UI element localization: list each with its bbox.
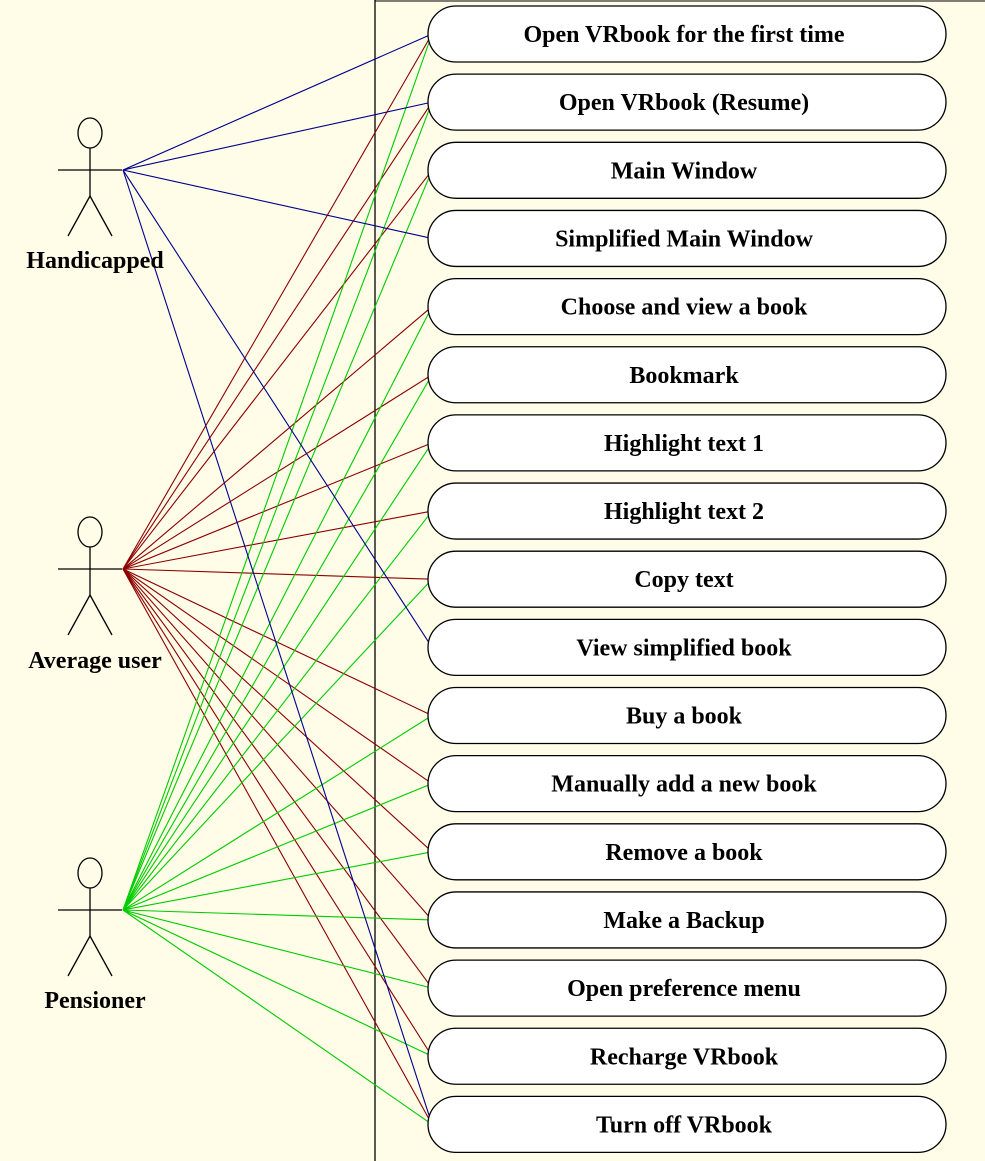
association-handicapped-1	[122, 101, 433, 171]
use-case[interactable]: Choose and view a book	[427, 277, 947, 336]
association-pensioner-8	[122, 578, 433, 911]
use-case[interactable]: Turn off VRbook	[427, 1095, 947, 1154]
use-case-oval	[427, 959, 947, 1017]
use-case-oval	[427, 209, 947, 268]
association-pensioner-12	[122, 851, 433, 911]
use-case-label: Choose and view a book	[561, 295, 808, 321]
association-lines	[122, 33, 433, 1125]
association-pensioner-4	[122, 306, 433, 911]
use-case[interactable]: Buy a book	[427, 686, 947, 745]
use-case[interactable]: Open VRbook (Resume)	[427, 73, 947, 131]
association-handicapped-3	[122, 169, 433, 239]
association-average-user-4	[122, 306, 433, 570]
use-case-oval	[427, 823, 947, 881]
association-pensioner-10	[122, 715, 433, 911]
use-case-label: Bookmark	[629, 363, 739, 389]
use-case-oval	[427, 1095, 947, 1154]
use-case-label: Main Window	[611, 158, 758, 184]
actor-label: Average user	[28, 648, 162, 674]
use-case-label: Copy text	[634, 567, 733, 593]
association-pensioner-15	[122, 909, 433, 1057]
use-case[interactable]: Open VRbook for the first time	[427, 5, 947, 63]
use-case-oval	[427, 686, 947, 745]
actor-pensioner: Pensioner	[44, 857, 146, 1014]
use-case-label: Make a Backup	[603, 908, 764, 934]
use-case[interactable]: Recharge VRbook	[427, 1027, 947, 1085]
stick-figure-icon	[58, 857, 122, 977]
association-pensioner-11	[122, 783, 433, 911]
use-case-label: Buy a book	[626, 704, 743, 730]
use-case-label: Open VRbook for the first time	[523, 22, 844, 48]
use-case-label: Recharge VRbook	[590, 1044, 779, 1070]
use-case[interactable]: View simplified book	[427, 618, 947, 676]
association-handicapped-16	[122, 169, 433, 1125]
actor-label: Handicapped	[26, 248, 164, 274]
use-case-label: Highlight text 2	[604, 499, 764, 525]
use-case-oval	[427, 346, 947, 404]
use-case-oval	[427, 482, 947, 540]
use-case-label: Remove a book	[605, 840, 763, 866]
use-case-oval	[427, 277, 947, 336]
use-case[interactable]: Make a Backup	[427, 891, 947, 949]
association-pensioner-14	[122, 909, 433, 989]
association-pensioner-5	[122, 374, 433, 911]
actor-label: Pensioner	[44, 988, 146, 1014]
use-case-label: Turn off VRbook	[596, 1112, 773, 1138]
use-case-label: View simplified book	[576, 635, 792, 661]
use-case-oval	[427, 73, 947, 131]
use-case-oval	[427, 414, 947, 472]
use-case-label: Highlight text 1	[604, 431, 764, 457]
use-case[interactable]: Remove a book	[427, 823, 947, 881]
use-case[interactable]: Bookmark	[427, 346, 947, 404]
association-pensioner-0	[122, 33, 433, 911]
use-case-label: Open preference menu	[567, 976, 801, 1002]
actor-handicapped: Handicapped	[26, 117, 164, 274]
use-case[interactable]: Simplified Main Window	[427, 209, 947, 268]
stick-figure-icon	[58, 516, 122, 636]
use-case-label: Open VRbook (Resume)	[559, 90, 809, 116]
use-case[interactable]: Highlight text 2	[427, 482, 947, 540]
use-case-oval	[427, 141, 947, 199]
use-case-label: Manually add a new book	[551, 772, 817, 798]
association-pensioner-1	[122, 101, 433, 911]
use-case-oval	[427, 550, 947, 608]
use-case-label: Simplified Main Window	[555, 226, 814, 252]
stick-figure-icon	[58, 117, 122, 237]
use-case[interactable]: Copy text	[427, 550, 947, 608]
use-case[interactable]: Manually add a new book	[427, 755, 947, 813]
use-case-oval	[427, 755, 947, 813]
association-average-user-0	[122, 33, 433, 570]
use-case-oval	[427, 5, 947, 63]
association-pensioner-6	[122, 442, 433, 911]
association-pensioner-7	[122, 510, 433, 911]
use-case-oval	[427, 618, 947, 676]
use-case[interactable]: Open preference menu	[427, 959, 947, 1017]
association-handicapped-0	[122, 33, 433, 171]
association-pensioner-2	[122, 170, 433, 911]
association-handicapped-9	[122, 169, 433, 648]
actor-average-user: Average user	[28, 516, 162, 674]
association-pensioner-16	[122, 909, 433, 1125]
use-case[interactable]: Main Window	[427, 141, 947, 199]
association-pensioner-13	[122, 909, 433, 921]
use-case-oval	[427, 1027, 947, 1085]
use-case-oval	[427, 891, 947, 949]
use-case[interactable]: Highlight text 1	[427, 414, 947, 472]
